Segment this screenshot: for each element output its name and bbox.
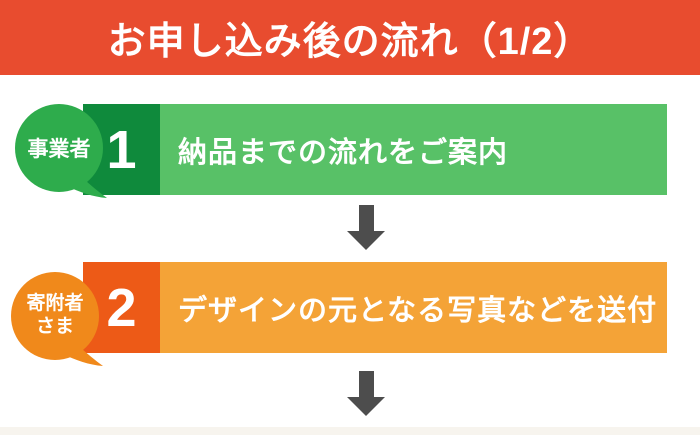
speech-bubble-icon [11,272,103,366]
arrow-stem [358,205,374,231]
page-title: お申し込み後の流れ（1/2） [107,21,593,63]
step-2-label: デザインの元となる写真などを送付 [178,294,658,327]
arrow-stem [358,371,374,397]
step-1-row: 1 納品までの流れをご案内 [83,104,667,195]
header-banner: お申し込み後の流れ（1/2） [0,0,700,75]
bottom-edge [0,427,700,435]
step-2-actor-bubble: 寄附者 さま [11,272,108,369]
actor-line: さま [35,316,74,337]
arrow-head [347,397,385,416]
down-arrow-icon [347,371,385,416]
step-1-actor-bubble: 事業者 [15,104,112,201]
arrow-head [347,231,385,250]
step-1-bar: 納品までの流れをご案内 [160,104,667,195]
speech-bubble-icon [15,104,107,198]
down-arrow-icon [347,205,385,250]
actor-line: 事業者 [27,138,91,161]
step-1-actor-label: 事業者 [15,104,103,192]
step-1-number: 1 [106,119,137,180]
step-2-actor-label: 寄附者 さま [11,272,99,360]
step-2-row: 2 デザインの元となる写真などを送付 [83,262,667,353]
step-2-number-box: 2 [83,262,160,353]
step-2-number: 2 [106,277,137,338]
step-2-bar: デザインの元となる写真などを送付 [160,262,667,353]
step-1-label: 納品までの流れをご案内 [178,136,509,169]
actor-line: 寄附者 [26,293,84,315]
